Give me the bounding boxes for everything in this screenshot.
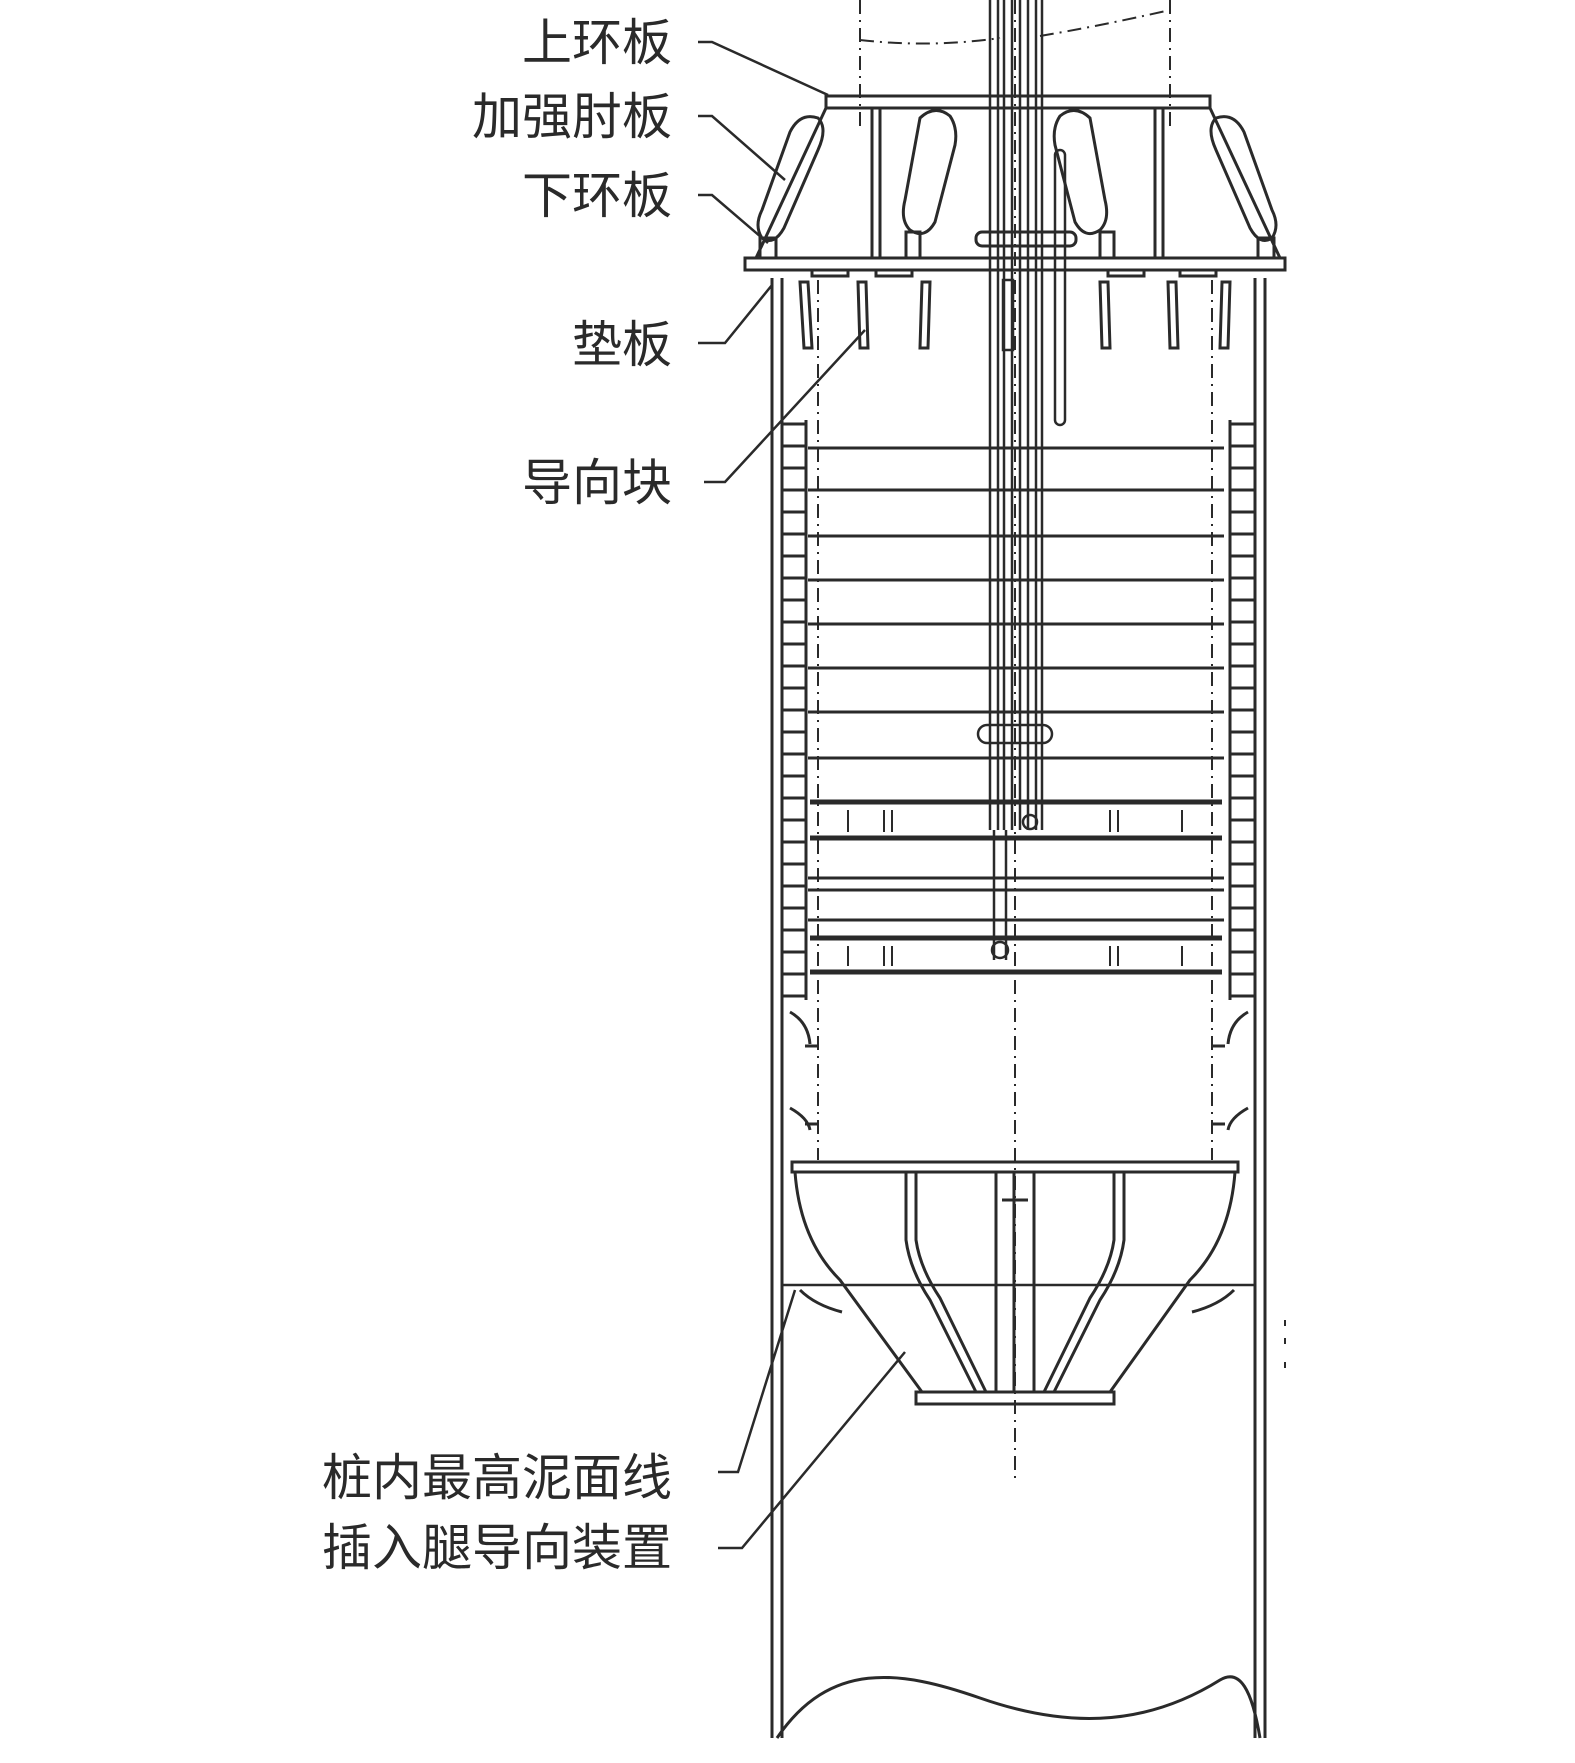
rungs: [808, 446, 1224, 922]
lower-brackets: [789, 1010, 1249, 1131]
leader-upper-ring-plate: [698, 40, 829, 97]
label-leg-guide-device: 插入腿导向装置: [322, 1519, 672, 1577]
label-lower-ring-plate: 下环板: [522, 167, 672, 225]
pile-break-line: [775, 1675, 1262, 1739]
rib-plate-left: [756, 115, 825, 242]
upper-ring-plate: [824, 94, 1212, 110]
mud-line-brackets: [798, 1288, 1236, 1314]
rib-plate-inner-left: [901, 109, 958, 236]
leader-guide-block: [704, 329, 866, 484]
label-guide-block: 导向块: [522, 454, 672, 512]
leader-pad-plate: [698, 284, 773, 345]
label-reinforcing-rib-plate: 加强肘板: [472, 88, 672, 146]
top-cone: [743, 94, 1287, 272]
leader-lower-ring-plate: [698, 193, 769, 244]
funnel-top-plate: [790, 1160, 1240, 1174]
label-upper-ring-plate: 上环板: [522, 14, 672, 72]
leader-max-mud-line: [718, 1289, 797, 1474]
beam-webs: [847, 810, 1183, 966]
leg-bundle: [976, 0, 1067, 960]
label-max-mud-line: 桩内最高泥面线: [322, 1449, 672, 1507]
leg-guide-device: [790, 1160, 1240, 1406]
side-rod: [1053, 148, 1067, 427]
rib-plate-inner-right: [1052, 109, 1109, 236]
label-pad-plate: 垫板: [572, 316, 672, 374]
leg-clamp: [976, 723, 1054, 745]
leader-lines: [698, 40, 906, 1550]
guide-blocks: [798, 268, 1232, 350]
side-ladders: [782, 420, 1255, 1000]
leader-reinforcing-rib-plate: [698, 114, 786, 181]
heavy-beams: [810, 799, 1222, 975]
leader-leg-guide-device: [718, 1351, 906, 1550]
rib-plate-right: [1209, 115, 1278, 242]
pile-tube: [770, 278, 1267, 1739]
